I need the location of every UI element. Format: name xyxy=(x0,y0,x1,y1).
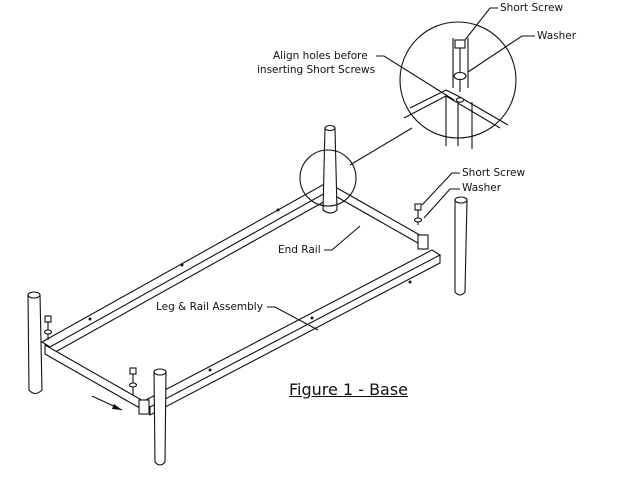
label-align-holes-2: inserting Short Screws xyxy=(257,64,376,76)
figure-caption: Figure 1 - Base xyxy=(289,380,409,399)
detail-circle-small xyxy=(299,149,357,207)
leader-lines xyxy=(267,7,535,331)
leg-back-left xyxy=(322,124,338,214)
label-align-holes-1: Align holes before xyxy=(273,50,368,62)
label-end-rail: End Rail xyxy=(278,244,321,256)
direction-arrow-icon xyxy=(91,395,123,411)
leg-front-right xyxy=(153,368,167,466)
label-leg-rail-assembly: Leg & Rail Assembly xyxy=(156,301,263,313)
leg-back-right xyxy=(454,196,468,296)
label-short-screw-mid: Short Screw xyxy=(462,167,526,179)
end-rail-front xyxy=(44,344,150,415)
label-washer-top: Washer xyxy=(537,30,577,42)
detail-circle-large xyxy=(399,21,517,149)
label-short-screw-top: Short Screw xyxy=(500,2,564,14)
leg-front-left xyxy=(27,291,43,395)
rail-holes xyxy=(88,208,412,372)
label-washer-mid: Washer xyxy=(462,182,502,194)
screw-washer-icons xyxy=(43,203,423,395)
